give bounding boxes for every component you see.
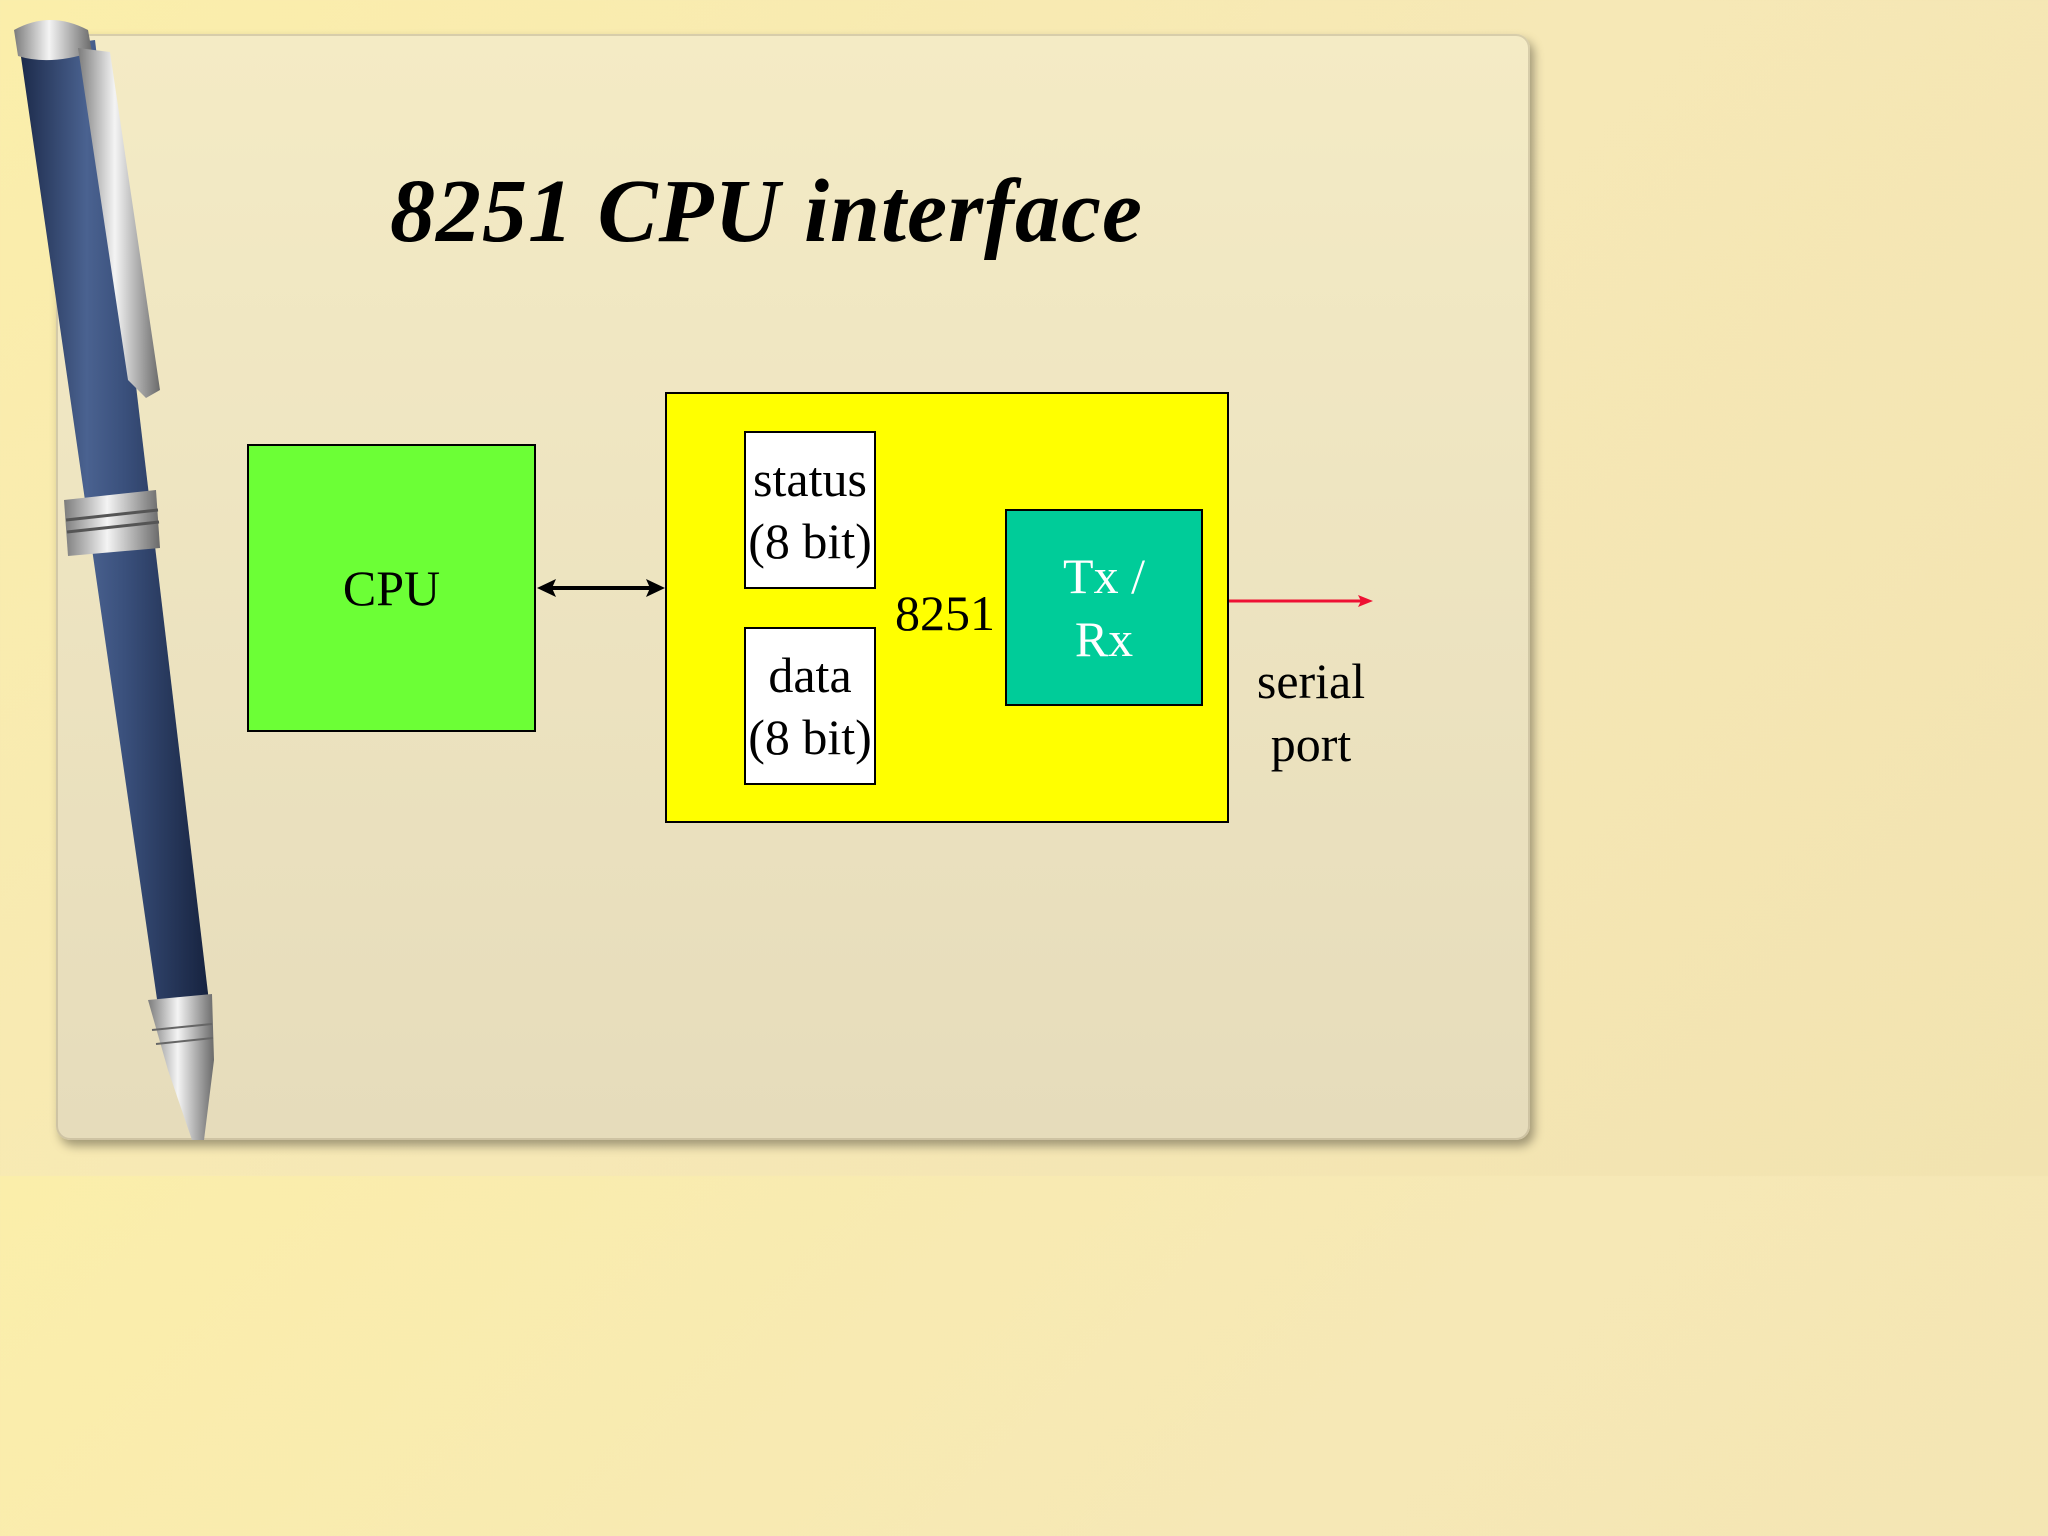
serial-port-label: serial port [1250, 650, 1372, 775]
pen-tip [148, 994, 214, 1140]
txrx-block: Tx / Rx [1005, 509, 1203, 706]
chip-8251-label: 8251 [895, 585, 995, 641]
cpu-block: CPU [247, 444, 536, 732]
txrx-label-line1: Tx / [1063, 548, 1145, 604]
pen-clip [78, 48, 160, 398]
data-register-label: data [768, 646, 852, 703]
status-register-width: (8 bit) [748, 513, 872, 569]
pen-illustration [14, 20, 214, 1140]
cpu-label: CPU [342, 559, 441, 616]
serial-port-line1: serial [1256, 653, 1366, 709]
txrx-label-line2: Rx [1074, 610, 1134, 667]
serial-port-line2: port [1270, 715, 1352, 772]
pen-ring [64, 490, 160, 556]
status-register-block: status (8 bit) [744, 431, 876, 589]
pen-cap-top [14, 20, 92, 61]
status-register-label: status [753, 450, 867, 507]
slide-title: 8251 CPU interface [390, 162, 1143, 261]
data-register-block: data (8 bit) [744, 627, 876, 785]
data-register-width: (8 bit) [748, 709, 872, 765]
